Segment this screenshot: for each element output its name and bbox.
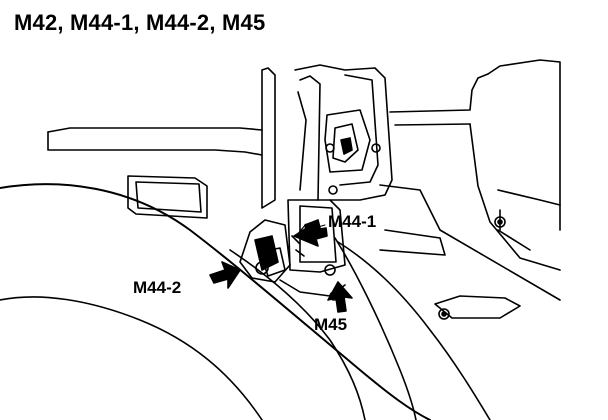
label-m45: M45 — [314, 315, 347, 334]
arrow-m44-2 — [209, 261, 241, 289]
pillar-trim — [294, 64, 393, 201]
label-m44-1: M44-1 — [328, 212, 376, 231]
label-m44-2: M44-2 — [133, 278, 181, 297]
arrow-m44-1 — [293, 221, 328, 247]
rear-panel-outline — [47, 59, 561, 301]
arrow-m45 — [327, 281, 353, 313]
wall-vent-panel — [127, 175, 208, 219]
seat-cushion — [0, 183, 491, 420]
page-title: M42, M44-1, M44-2, M45 — [14, 10, 266, 35]
floor-bolt-bracket — [329, 216, 521, 320]
